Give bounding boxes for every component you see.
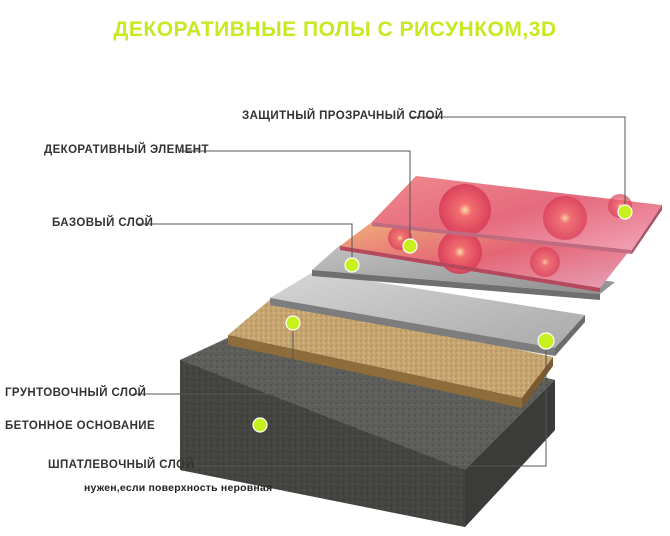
marker-putty-layer — [537, 332, 555, 350]
marker-protective-layer — [617, 204, 633, 220]
primer-layer-slab — [270, 272, 585, 356]
layer-markers — [252, 204, 633, 433]
diagram-title: ДЕКОРАТИВНЫЕ ПОЛЫ С РИСУНКОМ,3D — [113, 18, 557, 41]
decorative-element-slab — [340, 222, 630, 292]
protective-layer-slab — [372, 176, 662, 254]
label-base-layer: БАЗОВЫЙ СЛОЙ — [52, 217, 154, 229]
marker-decorative-element — [402, 238, 418, 254]
label-decorative-element: ДЕКОРАТИВНЫЙ ЭЛЕМЕНТ — [44, 144, 209, 156]
label-putty-layer: ШПАТЛЕВОЧНЫЙ СЛОЙ — [48, 459, 195, 471]
putty-layer-slab — [228, 298, 553, 408]
label-protective-layer: ЗАЩИТНЫЙ ПРОЗРАЧНЫЙ СЛОЙ — [242, 110, 444, 122]
marker-base-layer — [344, 257, 360, 273]
label-concrete-base: БЕТОННОЕ ОСНОВАНИЕ — [5, 420, 156, 432]
marker-concrete-base — [252, 417, 268, 433]
leader-lines — [133, 116, 626, 467]
label-primer-layer: ГРУНТОВОЧНЫЙ СЛОЙ — [5, 387, 147, 399]
marker-primer-layer — [285, 315, 301, 331]
label-putty-note: нужен,если поверхность неровная — [84, 482, 273, 494]
